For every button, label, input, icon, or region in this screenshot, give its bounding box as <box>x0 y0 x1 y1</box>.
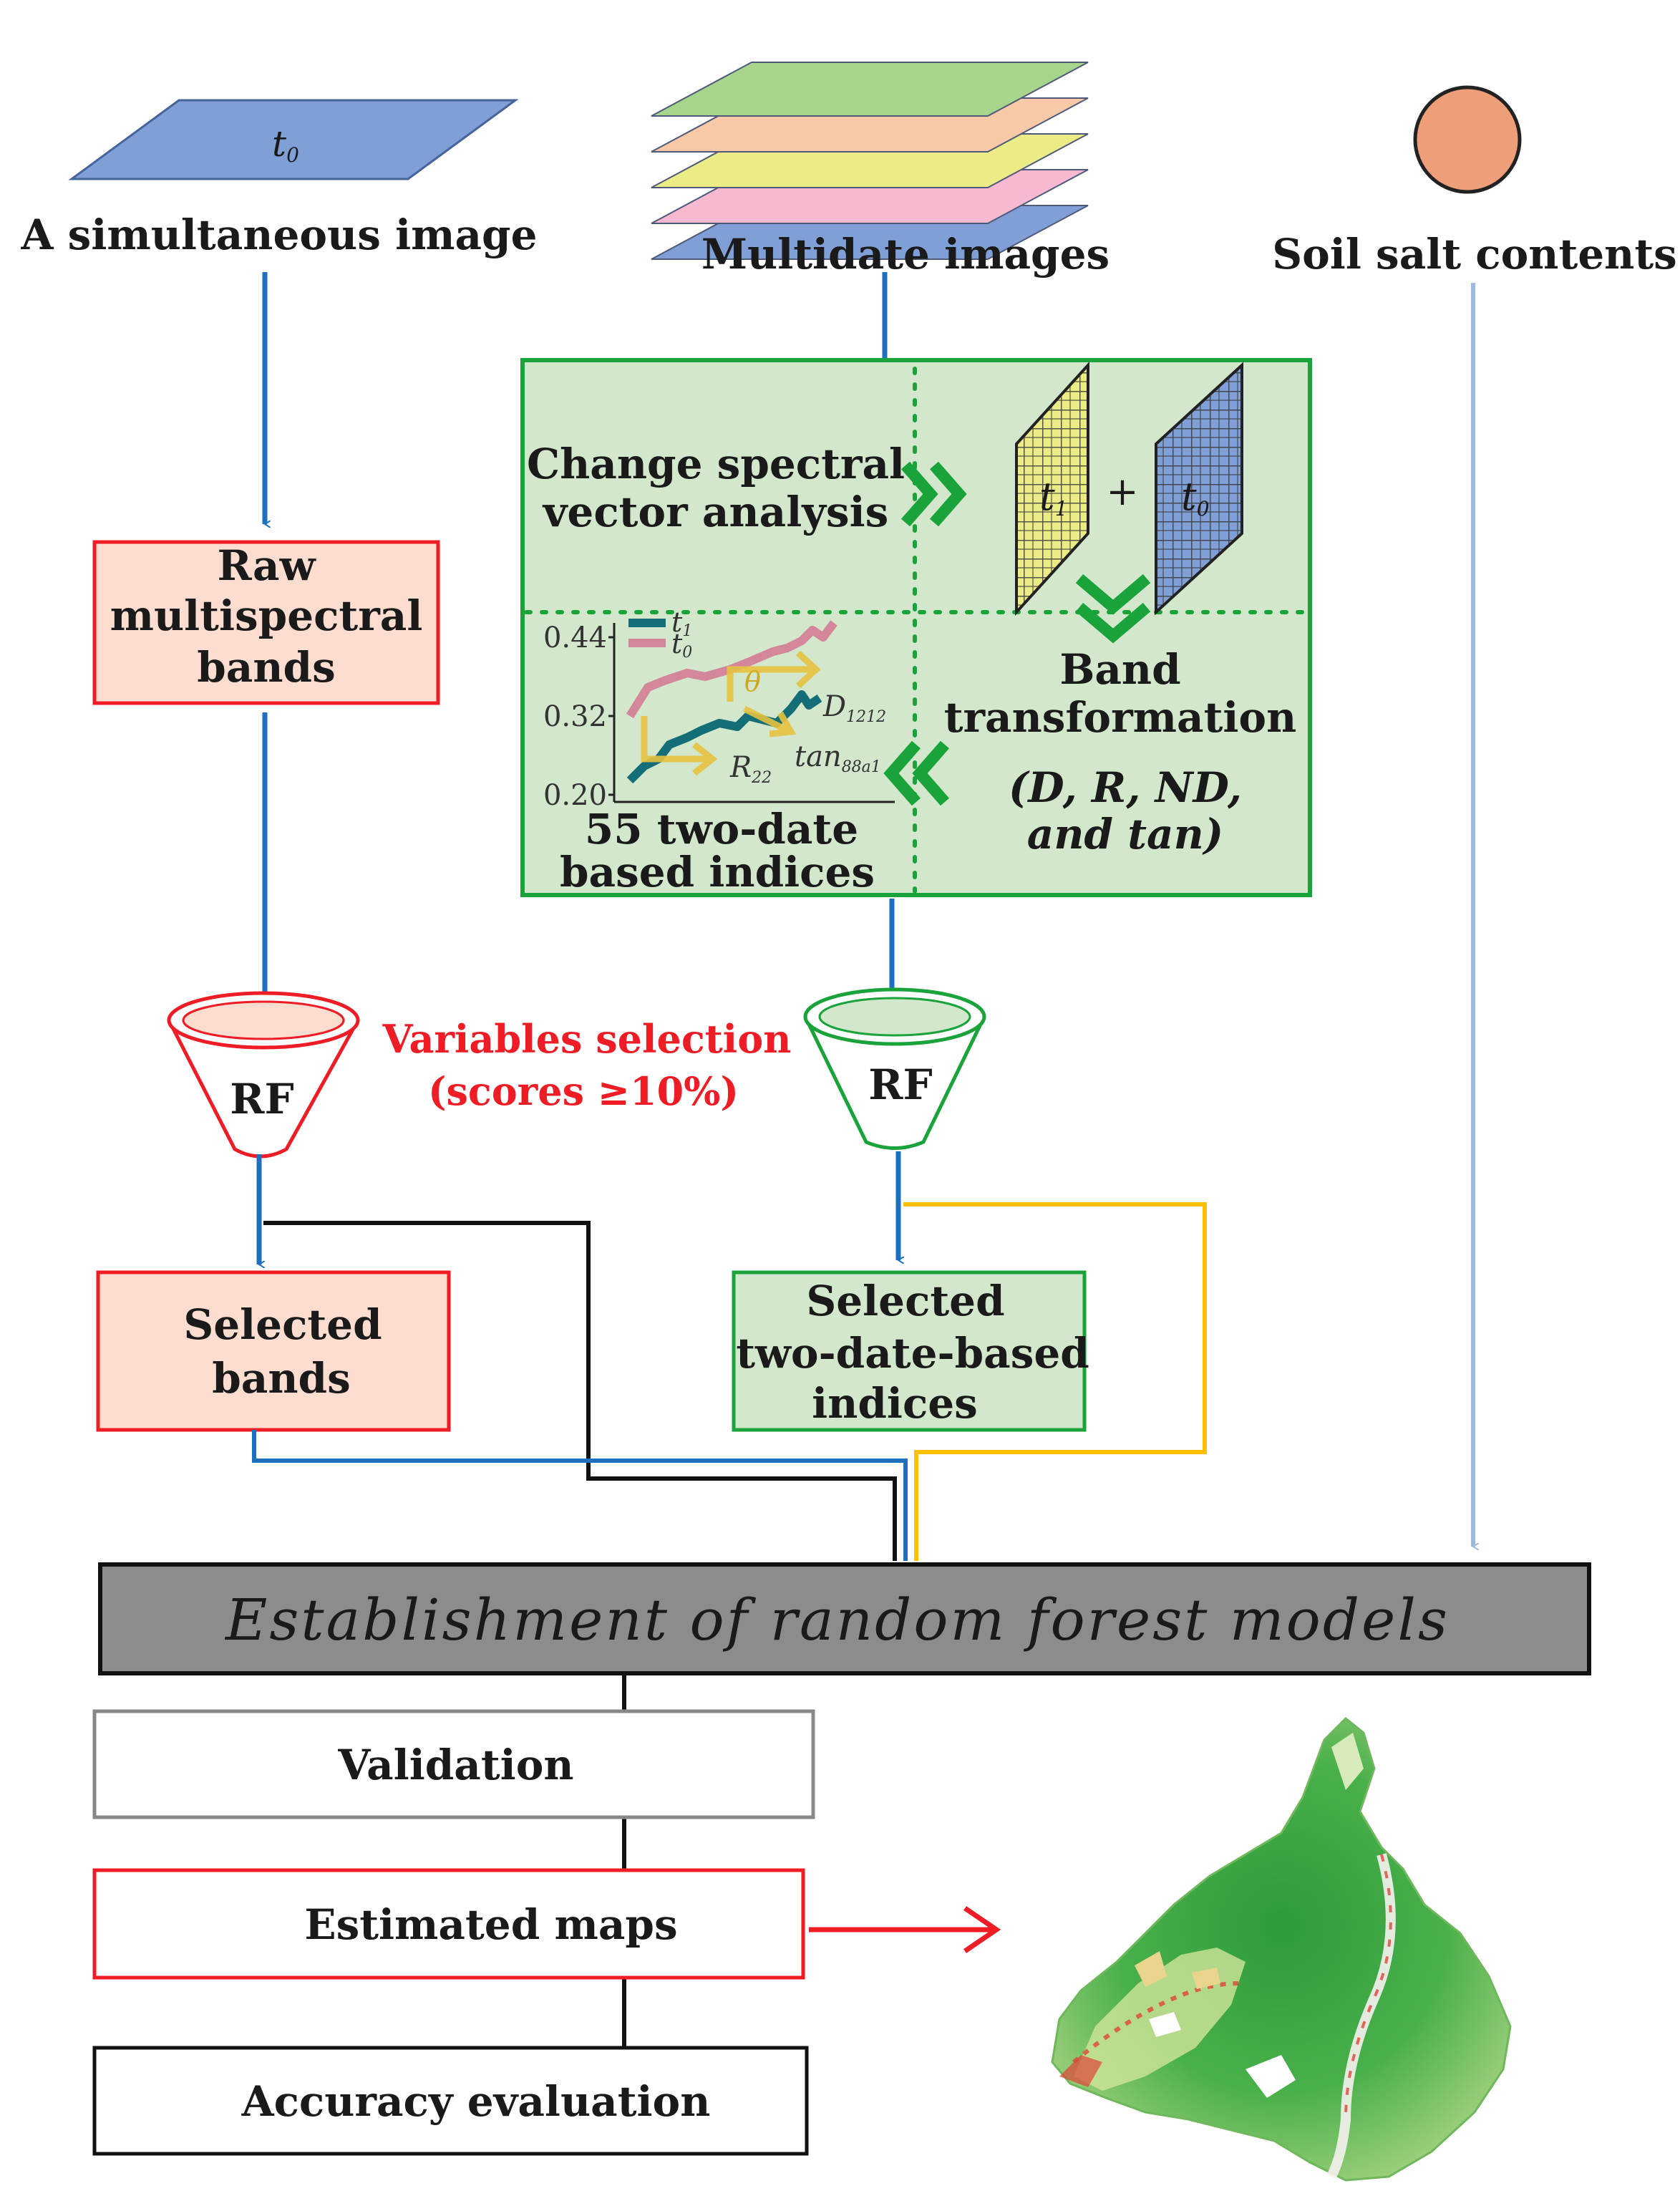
validation-box <box>92 1709 815 1819</box>
indices-label-line2: based indices <box>560 848 875 896</box>
double-chevron-left-icon <box>883 740 950 806</box>
rf-left-label: RF <box>230 1075 293 1123</box>
svg-text:t0: t0 <box>272 123 299 167</box>
connector-blue <box>252 1430 908 1561</box>
double-chevron-down-icon <box>1075 574 1151 644</box>
mini-chart-ytick: 0.32 <box>543 700 607 733</box>
raw-label-line3: bands <box>197 643 336 692</box>
t1-symbol: t <box>1039 474 1055 519</box>
svg-text:t1: t1 <box>1039 474 1068 521</box>
change-vector-line2: vector analysis <box>542 488 889 536</box>
label-R-sub: 22 <box>751 769 772 787</box>
double-chevron-right-icon <box>900 461 967 527</box>
svg-text:R22: R22 <box>729 751 772 787</box>
legend-t1-sub: 1 <box>682 622 692 640</box>
rf-funnel-left: RF <box>167 991 360 1159</box>
legend-t1-label: t <box>671 606 683 638</box>
t1-grid-image-icon: t1 <box>1015 361 1089 616</box>
variables-selection-line1: Variables selection <box>382 1016 792 1062</box>
mini-index-chart: 0.44 0.32 0.20 t1 t0 θ D1212 R22 tan88a1 <box>543 606 895 812</box>
selected-indices-box <box>732 1270 1087 1432</box>
band-transformation-line3: (D, R, ND, <box>1009 763 1242 812</box>
selected-indices-line1: Selected <box>806 1277 1004 1325</box>
svg-text:t1: t1 <box>671 606 692 640</box>
mini-chart-ytick: 0.20 <box>543 779 607 812</box>
simultaneous-image-label: A simultaneous image <box>20 211 537 259</box>
legend-t0-label: t <box>671 628 683 659</box>
selected-bands-line2: bands <box>212 1354 351 1403</box>
band-transformation-line2: transformation <box>944 693 1297 742</box>
model-bar <box>98 1562 1591 1675</box>
band-transformation-line4: and tan) <box>1027 810 1223 858</box>
series-t0-line <box>626 620 837 719</box>
label-D: D <box>822 690 846 723</box>
multidate-images-stack-icon <box>651 62 1089 260</box>
t0-subscript: 0 <box>1197 497 1210 521</box>
svg-text:t0: t0 <box>671 628 692 662</box>
estimated-maps-label: Estimated maps <box>304 1900 677 1949</box>
series-t1-line <box>626 690 822 784</box>
legend-t0-sub: 0 <box>682 644 692 662</box>
label-R: R <box>729 751 752 784</box>
rf-middle-label: RF <box>868 1060 932 1109</box>
svg-text:D1212: D1212 <box>822 690 886 726</box>
t0-symbol: t <box>1181 474 1197 519</box>
connector-black <box>263 1221 897 1561</box>
selected-bands-line1: Selected <box>183 1300 382 1349</box>
theta-label: θ <box>744 666 761 697</box>
selected-indices-line3: indices <box>812 1379 978 1428</box>
index-arrows <box>641 650 821 776</box>
plus-sign: + <box>1106 469 1138 514</box>
band-transformation-line1: Band <box>1059 645 1180 694</box>
svg-text:t0: t0 <box>1181 474 1210 521</box>
label-tan: tan <box>795 740 842 773</box>
salinity-map-image <box>1051 1716 1512 2182</box>
multidate-images-label: Multidate images <box>701 230 1110 279</box>
validation-label: Validation <box>337 1741 573 1789</box>
raw-bands-box <box>92 540 440 705</box>
soil-salt-label: Soil salt contents <box>1272 230 1677 279</box>
selected-bands-box <box>96 1270 451 1432</box>
mini-chart-ytick: 0.44 <box>543 621 607 654</box>
arrow-to-map-head <box>963 1906 1001 1953</box>
accuracy-evaluation-box <box>92 2046 809 2156</box>
simultaneous-subscript: 0 <box>286 143 299 167</box>
simultaneous-symbol: t <box>272 123 287 165</box>
simultaneous-image-icon: t0 <box>68 99 519 180</box>
change-vector-line1: Change spectral <box>527 440 905 488</box>
svg-text:tan88a1: tan88a1 <box>795 740 881 776</box>
indices-label-line1: 55 two-date <box>585 805 858 853</box>
estimated-maps-box <box>92 1868 805 1980</box>
label-tan-sub: 88a1 <box>842 758 881 776</box>
accuracy-evaluation-label: Accuracy evaluation <box>241 2077 711 2126</box>
label-D-sub: 1212 <box>846 708 886 726</box>
raw-label-line2: multispectral <box>110 591 423 640</box>
selected-indices-line2: two-date-based <box>736 1329 1089 1378</box>
soil-sample-icon <box>1413 85 1522 194</box>
t1-subscript: 1 <box>1055 497 1068 521</box>
t0-grid-image-icon: t0 <box>1155 362 1243 616</box>
model-bar-label: Establishment of random forest models <box>224 1587 1450 1653</box>
connector-orange <box>903 1202 1207 1561</box>
raw-label-line1: Raw <box>217 541 316 590</box>
variables-selection-line2: (scores ≥10%) <box>428 1068 739 1114</box>
rf-funnel-middle: RF <box>803 987 986 1150</box>
